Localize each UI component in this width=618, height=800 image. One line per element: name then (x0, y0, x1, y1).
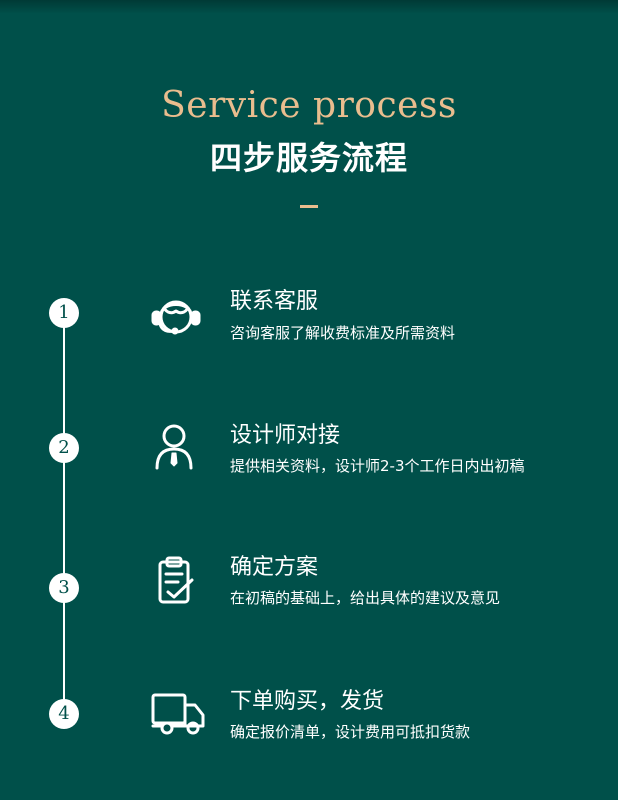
timeline-line (63, 313, 65, 715)
step-4-description: 确定报价清单，设计费用可抵扣货款 (230, 723, 471, 741)
step-1-number: 1 (49, 298, 79, 328)
step-1-description: 咨询客服了解收费标准及所需资料 (230, 324, 456, 342)
step-1-title: 联系客服 (230, 289, 319, 314)
step-3-description: 在初稿的基础上，给出具体的建议及意见 (230, 589, 501, 607)
delivery-truck-icon (150, 688, 206, 740)
designer-person-icon (146, 421, 202, 473)
customer-service-headset-icon (148, 291, 204, 343)
step-2-number: 2 (49, 433, 79, 463)
top-shadow (0, 0, 618, 14)
title-divider (300, 205, 318, 208)
step-4-title: 下单购买，发货 (230, 689, 385, 714)
step-4-number: 4 (49, 699, 79, 729)
clipboard-check-icon (148, 556, 204, 608)
page-title-chinese: 四步服务流程 (209, 139, 408, 177)
step-2-description: 提供相关资料，设计师2-3个工作日内出初稿 (230, 457, 525, 475)
step-2-title: 设计师对接 (230, 423, 341, 448)
step-3-number: 3 (49, 573, 79, 603)
page-title-english: Service process (161, 85, 457, 126)
step-3-title: 确定方案 (230, 555, 319, 580)
